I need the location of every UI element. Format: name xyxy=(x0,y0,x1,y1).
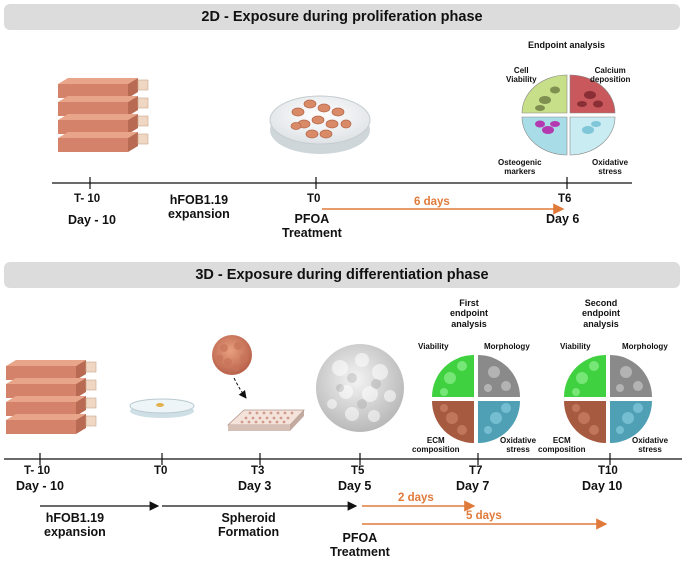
label-t7: T7 xyxy=(469,465,483,477)
section-3d-title: 3D - Exposure during differentiation pha… xyxy=(195,267,489,283)
label-day-minus10-3d: Day - 10 xyxy=(16,479,64,493)
label-day10: Day 10 xyxy=(582,479,623,493)
quadrant-cell-viability: Cell Viability xyxy=(506,66,537,85)
endpoint-spheroid-2 xyxy=(564,355,652,443)
label-pfoa-treatment-2d: PFOA Treatment xyxy=(282,212,342,241)
quadrant-calcium-deposition: Calcium deposition xyxy=(590,66,631,85)
petri-dish-icon xyxy=(269,95,371,154)
label-t-minus10: T- 10 xyxy=(74,193,101,205)
quadrant2-oxidative: Oxidative stress xyxy=(632,436,669,455)
quadrant1-oxidative: Oxidative stress xyxy=(500,436,537,455)
endpoint-analysis-title: Endpoint analysis xyxy=(528,40,606,50)
label-day3: Day 3 xyxy=(238,479,272,493)
well-plate-icon xyxy=(226,409,305,431)
label-6-days: 6 days xyxy=(414,196,450,208)
label-expansion-2d: hFOB1.19 expansion xyxy=(168,193,230,222)
quadrant1-ecm: ECM composition xyxy=(412,436,460,455)
first-endpoint-title: First endpoint analysis xyxy=(450,298,488,329)
quadrant2-morphology: Morphology xyxy=(622,342,668,351)
quadrant2-ecm: ECM composition xyxy=(538,436,586,455)
section-2d-header: 2D - Exposure during proliferation phase xyxy=(4,4,680,30)
quadrant2-viability: Viability xyxy=(560,342,591,351)
label-t0-3d: T0 xyxy=(154,465,168,477)
quadrant-osteogenic-markers: Osteogenic markers xyxy=(498,158,542,177)
culture-dish-icon xyxy=(129,398,195,418)
quadrant1-viability: Viability xyxy=(418,342,449,351)
label-2-days: 2 days xyxy=(398,492,434,504)
quadrant-oxidative-stress: Oxidative stress xyxy=(592,158,629,177)
section-3d-header: 3D - Exposure during differentiation pha… xyxy=(4,262,680,288)
spheroid-grey-icon xyxy=(316,344,404,432)
label-t10: T10 xyxy=(598,465,618,477)
flask-stack-icon xyxy=(6,360,97,434)
second-endpoint-title: Second endpoint analysis xyxy=(582,298,620,329)
label-day6: Day 6 xyxy=(546,212,580,226)
section-2d-title: 2D - Exposure during proliferation phase xyxy=(201,9,483,25)
label-day7: Day 7 xyxy=(456,479,490,493)
label-5-days: 5 days xyxy=(466,510,502,522)
label-t-minus10-3d: T- 10 xyxy=(24,465,51,477)
label-expansion-3d: hFOB1.19 expansion xyxy=(44,511,106,540)
label-pfoa-treatment-3d: PFOA Treatment xyxy=(330,531,390,560)
endpoint-spheroid-1 xyxy=(432,355,520,443)
label-t6: T6 xyxy=(558,193,572,205)
quadrant1-morphology: Morphology xyxy=(484,342,530,351)
flask-stack-icon xyxy=(58,78,149,152)
endpoint-2d-quadrants xyxy=(521,74,616,156)
spheroid-orange-icon xyxy=(212,335,252,375)
seeding-arrow xyxy=(233,377,247,399)
label-t3: T3 xyxy=(251,465,265,477)
label-day-minus10: Day - 10 xyxy=(68,213,116,227)
label-t0-2d: T0 xyxy=(307,193,321,205)
label-t5: T5 xyxy=(351,465,365,477)
label-day5: Day 5 xyxy=(338,479,372,493)
label-spheroid-formation: Spheroid Formation xyxy=(218,511,280,540)
